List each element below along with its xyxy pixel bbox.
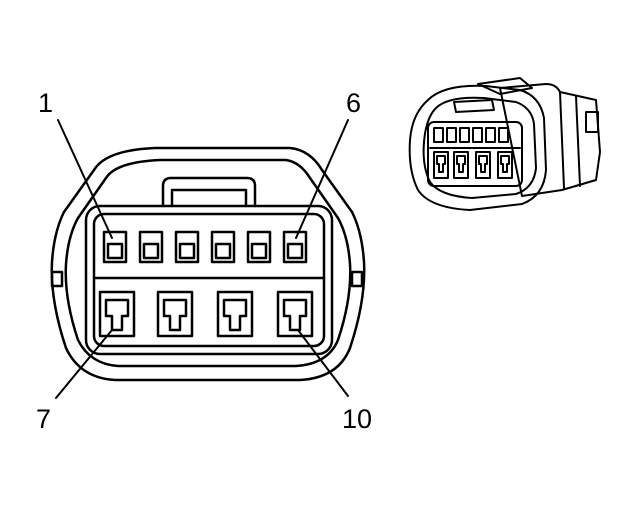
connector-isometric-view	[408, 77, 601, 211]
rear-top-latch	[477, 77, 533, 95]
latch-tab-inner	[170, 188, 248, 208]
terminal-cavity-8	[156, 290, 194, 338]
pin-label-10: 10	[342, 404, 372, 434]
iso-top-cavity-2	[446, 127, 457, 143]
connector-rear-ridge	[559, 91, 565, 189]
connector-front-shell	[408, 84, 547, 211]
latch-tab	[161, 176, 257, 208]
terminal-cavity-4	[210, 230, 236, 264]
pin-label-1: 1	[38, 88, 53, 118]
terminal-pin-8	[162, 298, 188, 332]
terminal-cavity-10	[276, 290, 314, 338]
leader-line-1	[57, 119, 113, 239]
iso-bottom-cavity-9	[475, 151, 491, 179]
terminal-cavity-2	[138, 230, 164, 264]
terminal-pin-7	[104, 298, 130, 332]
bottom-terminal-row	[98, 290, 314, 338]
terminal-cavity-6	[282, 230, 308, 264]
iso-bottom-pin-9	[478, 155, 488, 173]
terminal-pin-4	[214, 242, 232, 260]
front-insert	[427, 121, 523, 187]
terminal-pin-1	[106, 242, 124, 260]
iso-top-cavity-5	[485, 127, 496, 143]
housing-inner-outline	[64, 158, 352, 368]
iso-bottom-pin-8	[456, 155, 466, 173]
terminal-insert-inner	[92, 212, 326, 348]
terminal-pin-5	[250, 242, 268, 260]
terminal-pin-10	[282, 298, 308, 332]
leader-line-10	[297, 329, 349, 397]
terminal-cavity-3	[174, 230, 200, 264]
iso-bottom-cavity-7	[433, 151, 449, 179]
iso-top-cavity-6	[498, 127, 509, 143]
connector-front-view	[50, 119, 366, 399]
terminal-pin-6	[286, 242, 304, 260]
iso-top-cavity-4	[472, 127, 483, 143]
terminal-cavity-5	[246, 230, 272, 264]
housing-outer-outline	[50, 146, 366, 382]
front-latch-slot	[453, 99, 495, 113]
leader-line-7	[55, 329, 113, 399]
connector-rear-body	[499, 83, 601, 197]
terminal-cavity-7	[98, 290, 136, 338]
terminal-pin-2	[142, 242, 160, 260]
iso-bottom-cavity-10	[497, 151, 513, 179]
terminal-insert-outer	[84, 204, 334, 356]
pin-label-6: 6	[346, 88, 361, 118]
terminal-cavity-1	[102, 230, 128, 264]
side-key-left	[50, 270, 64, 288]
iso-bottom-pin-10	[500, 155, 510, 173]
iso-top-cavity-1	[433, 127, 444, 143]
side-key-right	[350, 270, 364, 288]
terminal-pin-3	[178, 242, 196, 260]
terminal-pin-9	[222, 298, 248, 332]
top-terminal-row	[102, 230, 308, 264]
leader-line-6	[295, 119, 349, 239]
terminal-cavity-9	[216, 290, 254, 338]
iso-bottom-pin-7	[436, 155, 446, 173]
iso-bottom-cavity-8	[453, 151, 469, 179]
iso-top-cavity-3	[459, 127, 470, 143]
connector-rear-ridge-2	[575, 95, 581, 187]
rear-lock-tab	[585, 111, 599, 133]
connector-front-shell-inner	[422, 96, 537, 199]
pin-label-7: 7	[36, 404, 51, 434]
